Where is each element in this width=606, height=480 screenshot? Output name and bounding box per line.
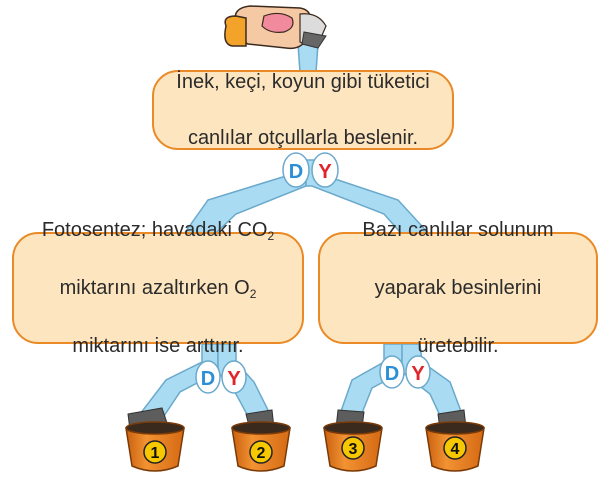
pot-number-1: 1 [151,445,160,462]
pot-number-2-badge: 2 [249,440,273,464]
valve-left-true-label: D [201,368,215,390]
valve-left: D Y [195,360,247,394]
statement-right-line-1: Bazı canlılar solunum [362,218,554,241]
pot-number-3-badge: 3 [341,436,365,460]
statement-box-top: İnek, keçi, koyun gibi tüketici canlılar… [152,70,454,150]
pot-number-2: 2 [257,445,266,462]
pot-number-4: 4 [451,441,460,458]
statement-right-line-2: yaparak besinlerini [374,276,542,299]
statement-left-line-2: miktarını azaltırken O2 [59,276,257,301]
pot-number-1-badge: 1 [143,440,167,464]
statement-top-line-2: canlılar otçullarla beslenir. [187,127,419,149]
valve-right-true-label: D [385,363,399,385]
statement-left-line-1: Fotosentez; havadaki CO2 [41,218,275,243]
statement-box-left: Fotosentez; havadaki CO2 miktarını azalt… [12,219,304,357]
statement-right-line-3: üretebilir. [417,334,499,357]
valve-top-false-label: Y [318,161,332,183]
statement-left-line-3: miktarını ise arttırır. [72,334,244,357]
hand-pouring-icon [224,5,327,50]
valve-right: D Y [379,355,431,389]
pot-number-3: 3 [349,441,358,458]
valve-left-false-label: Y [227,368,241,390]
pot-number-4-badge: 4 [443,436,467,460]
statement-top-line-1: İnek, keçi, koyun gibi tüketici [176,71,430,93]
statement-box-right: Bazı canlılar solunum yaparak besinlerin… [318,219,598,357]
valve-top-true-label: D [289,161,303,183]
valve-right-false-label: Y [411,363,425,385]
valve-top: D Y [282,152,339,188]
